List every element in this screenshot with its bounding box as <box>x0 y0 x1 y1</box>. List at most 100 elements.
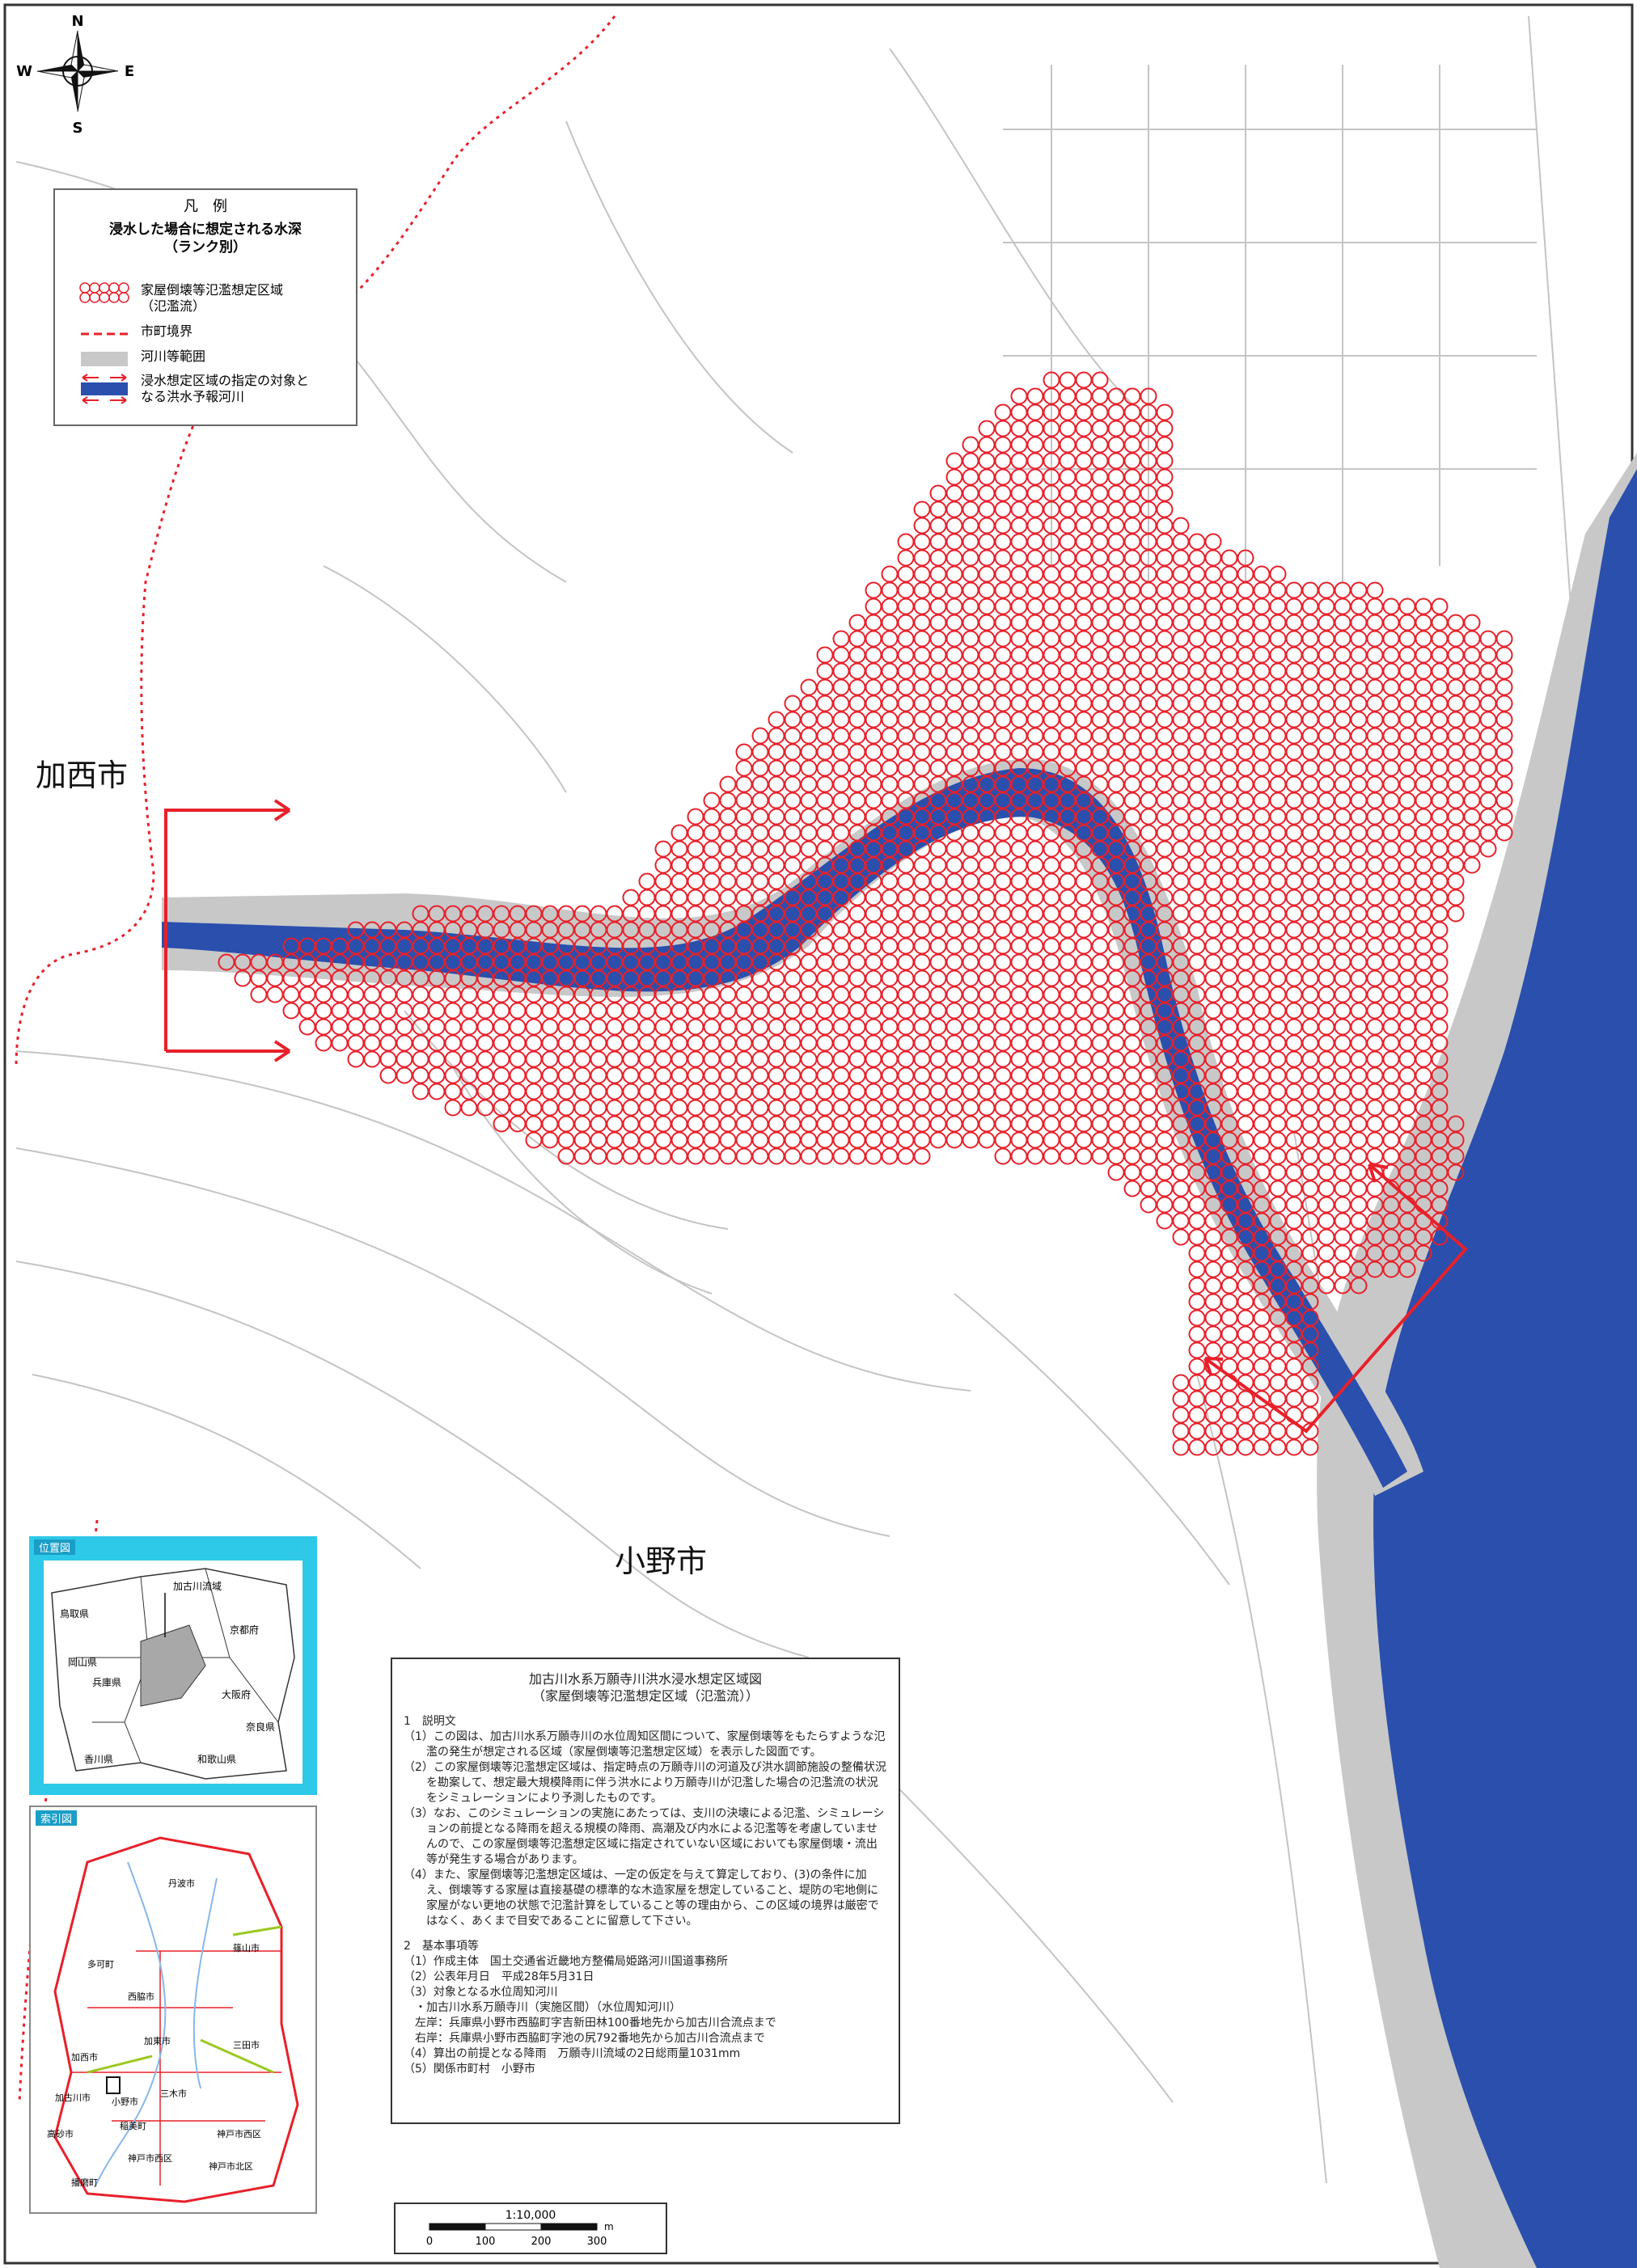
flood-circle <box>573 1099 591 1117</box>
flood-circle <box>1431 711 1449 729</box>
flood-circle <box>1204 727 1222 745</box>
flood-circle <box>1075 1034 1093 1052</box>
flood-circle <box>1285 840 1303 858</box>
flood-circle <box>1269 598 1287 615</box>
flood-circle <box>1382 630 1400 648</box>
flood-circle <box>1123 792 1141 809</box>
flood-circle <box>1318 775 1335 793</box>
flood-circle <box>816 1066 834 1084</box>
flood-circle <box>1301 889 1319 906</box>
flood-circle <box>1204 1261 1222 1278</box>
flood-circle <box>1204 1374 1222 1392</box>
flood-extent-circles <box>218 371 1513 1456</box>
flood-circle <box>1301 856 1319 874</box>
flood-circle <box>1285 792 1303 809</box>
flood-circle <box>1188 921 1206 939</box>
flood-circle <box>670 1083 688 1100</box>
flood-circle <box>1350 662 1368 680</box>
flood-circle <box>735 1099 753 1117</box>
flood-circle <box>1398 889 1416 906</box>
flood-circle <box>1398 953 1416 971</box>
flood-circle <box>1010 727 1028 745</box>
flood-circle <box>1204 808 1222 826</box>
flood-circle <box>1382 889 1400 906</box>
flood-circle <box>331 1002 349 1020</box>
flood-circle <box>962 630 979 648</box>
flood-circle <box>1204 1390 1222 1408</box>
flood-circle <box>897 1002 915 1020</box>
flood-circle <box>1398 905 1416 923</box>
flood-circle <box>1140 1196 1157 1214</box>
flood-circle <box>1220 1261 1238 1278</box>
flood-circle <box>978 743 996 761</box>
flood-circle <box>1415 986 1432 1003</box>
flood-circle <box>1188 695 1206 712</box>
scale-tick-3: 300 <box>587 2236 607 2248</box>
flood-circle <box>1398 1066 1416 1084</box>
flood-circle <box>1172 533 1190 551</box>
flood-circle <box>1107 1002 1125 1020</box>
flood-circle <box>1156 598 1174 615</box>
flood-circle <box>1188 872 1206 890</box>
flood-circle <box>1172 1180 1190 1197</box>
flood-circle <box>897 1066 915 1084</box>
flood-circle <box>994 1147 1012 1165</box>
flood-circle <box>1269 695 1287 712</box>
flood-circle <box>962 937 979 955</box>
flood-circle <box>1220 1002 1238 1020</box>
flood-circle <box>1318 630 1335 648</box>
flood-circle <box>1366 1180 1384 1197</box>
flood-circle <box>1285 1099 1303 1117</box>
flood-circle <box>719 1050 737 1068</box>
flood-circle <box>1318 646 1335 664</box>
flood-circle <box>735 1115 753 1133</box>
flood-circle <box>962 905 979 923</box>
flood-circle <box>913 937 931 955</box>
flood-circle <box>897 1115 915 1133</box>
flood-circle <box>1204 856 1222 874</box>
flood-circle <box>1172 1228 1190 1246</box>
flood-circle <box>1285 598 1303 615</box>
kakogawa-river <box>1373 469 1637 2268</box>
flood-circle <box>1026 905 1044 923</box>
flood-circle <box>412 1002 429 1020</box>
s2-item-1: （1）作成主体 国土交通省近畿地方整備局姫路河川国道事務所 <box>404 1955 728 1968</box>
flood-circle <box>1334 662 1351 680</box>
flood-circle <box>1237 1293 1254 1311</box>
flood-circle <box>1220 1325 1238 1343</box>
flood-circle <box>1253 711 1271 729</box>
flood-circle <box>1237 662 1254 680</box>
flood-circle <box>1091 921 1109 939</box>
flood-circle <box>929 662 947 680</box>
idx-label-2: 多可町 <box>87 1958 114 1970</box>
flood-circle <box>1059 695 1077 712</box>
flood-circle <box>1269 1180 1287 1197</box>
flood-circle <box>978 662 996 680</box>
flood-circle <box>1010 484 1028 502</box>
flood-circle <box>800 695 818 712</box>
flood-circle <box>654 872 672 890</box>
flood-circle <box>978 581 996 599</box>
flood-circle <box>1123 549 1141 567</box>
flood-circle <box>622 1115 640 1133</box>
flood-circle <box>1269 986 1287 1003</box>
flood-circle <box>1350 840 1368 858</box>
flood-circle <box>1285 1083 1303 1100</box>
flood-circle <box>654 1147 672 1165</box>
flood-circle <box>1431 727 1449 745</box>
flood-circle <box>1188 824 1206 842</box>
flood-circle <box>1123 387 1141 405</box>
flood-circle <box>800 1131 818 1149</box>
flood-circle <box>1253 808 1271 826</box>
flood-circle <box>1043 953 1060 971</box>
flood-circle <box>1188 646 1206 664</box>
flood-circle <box>1318 824 1335 842</box>
flood-circle <box>654 1083 672 1100</box>
flood-circle <box>832 695 850 712</box>
flood-circle <box>493 1066 510 1084</box>
s1-item-2: （2）この家屋倒壊等氾濫想定区域は、指定時点の万願寺川の河道及び洪水調節施設の整… <box>404 1761 886 1805</box>
flood-circle <box>1140 1131 1157 1149</box>
flood-circle <box>800 792 818 809</box>
flood-circle <box>1301 840 1319 858</box>
flood-circle <box>913 905 931 923</box>
